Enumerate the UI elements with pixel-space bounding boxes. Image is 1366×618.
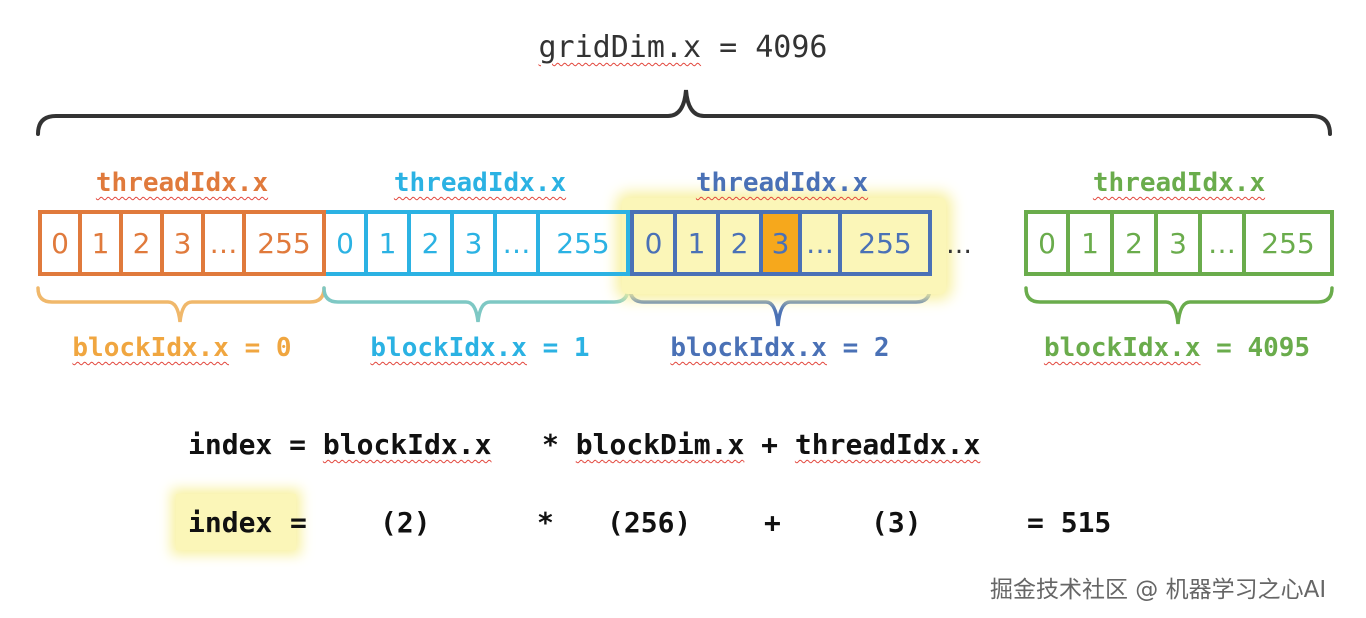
block-3-thread-label: threadIdx.x (1026, 168, 1332, 198)
block-3-cells: 0 1 2 3 … 255 (1024, 210, 1334, 276)
thread-cell: 2 (123, 214, 164, 272)
index-highlight (176, 494, 296, 550)
block-3-label-name: blockIdx.x (1043, 333, 1201, 363)
thread-cell: 0 (1028, 214, 1070, 272)
thread-cell: … (497, 214, 540, 272)
block-0-label: blockIdx.x = 0 (40, 333, 324, 363)
thread-cell: 0 (634, 214, 677, 272)
block-1-label: blockIdx.x = 1 (330, 333, 630, 363)
block-0-label-name: blockIdx.x (72, 333, 229, 363)
block-0-thread-label: threadIdx.x (40, 168, 324, 198)
computed-multiply: * (537, 506, 554, 539)
block-3-label: blockIdx.x = 4095 (1022, 333, 1332, 363)
watermark: 掘金技术社区 @ 机器学习之心AI (990, 577, 1327, 603)
block-1-thread-label: threadIdx.x (330, 168, 630, 198)
block-2-label-name: blockIdx.x (670, 333, 827, 363)
thread-cell: 255 (858, 226, 912, 260)
thread-cell: … (1202, 214, 1246, 272)
index-formula: index = blockIdx.x * blockDim.x + thread… (188, 428, 980, 461)
formula-blockidx: blockIdx.x (322, 428, 492, 461)
block-2-thread-label-text: threadIdx.x (695, 168, 869, 198)
block-0-brace (36, 286, 326, 323)
formula-index: index (188, 428, 273, 461)
thread-cell: 2 (720, 214, 763, 272)
thread-cell: 255 (1261, 226, 1315, 260)
block-1-thread-label-text: threadIdx.x (393, 168, 567, 198)
thread-cell: 3 (454, 214, 497, 272)
formula-blockdim: blockDim.x (575, 428, 745, 461)
thread-cell: 1 (677, 214, 720, 272)
blocks-ellipsis: … (946, 230, 972, 260)
block-0-label-value: = 0 (228, 333, 292, 363)
grid-dim-name: gridDim.x (538, 30, 702, 65)
block-3-label-value: = 4095 (1200, 333, 1311, 363)
block-2-label-value: = 2 (826, 333, 890, 363)
block-2-cells: 0 1 2 3 … 255 (630, 210, 932, 276)
block-2-brace (628, 286, 932, 327)
thread-cell: … (205, 214, 246, 272)
thread-cell: 0 (42, 214, 82, 272)
thread-cell: … (802, 214, 842, 272)
block-1-label-value: = 1 (526, 333, 590, 363)
thread-cell: 0 (326, 214, 368, 272)
thread-cell: 255 (556, 226, 610, 260)
thread-cell: 3 (1158, 214, 1202, 272)
computed-result: = 515 (1027, 506, 1112, 539)
block-1-cells: 0 1 2 3 … 255 (326, 210, 630, 276)
thread-cell: 3 (164, 214, 205, 272)
formula-threadidx: threadIdx.x (794, 428, 981, 461)
block-1-brace (322, 286, 630, 323)
block-2-label: blockIdx.x = 2 (630, 333, 930, 363)
thread-cell: 255 (257, 226, 311, 260)
thread-cell: 1 (1070, 214, 1114, 272)
block-3-brace (1024, 286, 1334, 325)
computed-blockdim-value: (256) (607, 506, 692, 539)
thread-cell: 1 (368, 214, 411, 272)
computed-threadidx-value: (3) (871, 506, 922, 539)
formula-multiply: * (491, 428, 576, 461)
formula-plus: + (744, 428, 795, 461)
computed-blockidx-value: (2) (380, 506, 431, 539)
block-0-cells: 0 1 2 3 … 255 (38, 210, 326, 276)
grid-dim-label: gridDim.x = 4096 (0, 30, 1366, 65)
block-3-thread-label-text: threadIdx.x (1092, 168, 1266, 198)
thread-cell: 1 (82, 214, 123, 272)
selected-thread-cell: 3 (763, 214, 802, 272)
block-2-thread-label: threadIdx.x (632, 168, 932, 198)
computed-index-label: index (188, 506, 273, 539)
block-0-thread-label-text: threadIdx.x (95, 168, 269, 198)
grid-brace (36, 89, 1332, 136)
block-1-label-name: blockIdx.x (370, 333, 527, 363)
computed-plus: + (764, 506, 781, 539)
grid-dim-value: = 4096 (701, 30, 828, 65)
thread-cell: 2 (1114, 214, 1158, 272)
computed-equals: = (290, 506, 307, 539)
formula-equals: = (272, 428, 323, 461)
thread-cell: 2 (411, 214, 454, 272)
